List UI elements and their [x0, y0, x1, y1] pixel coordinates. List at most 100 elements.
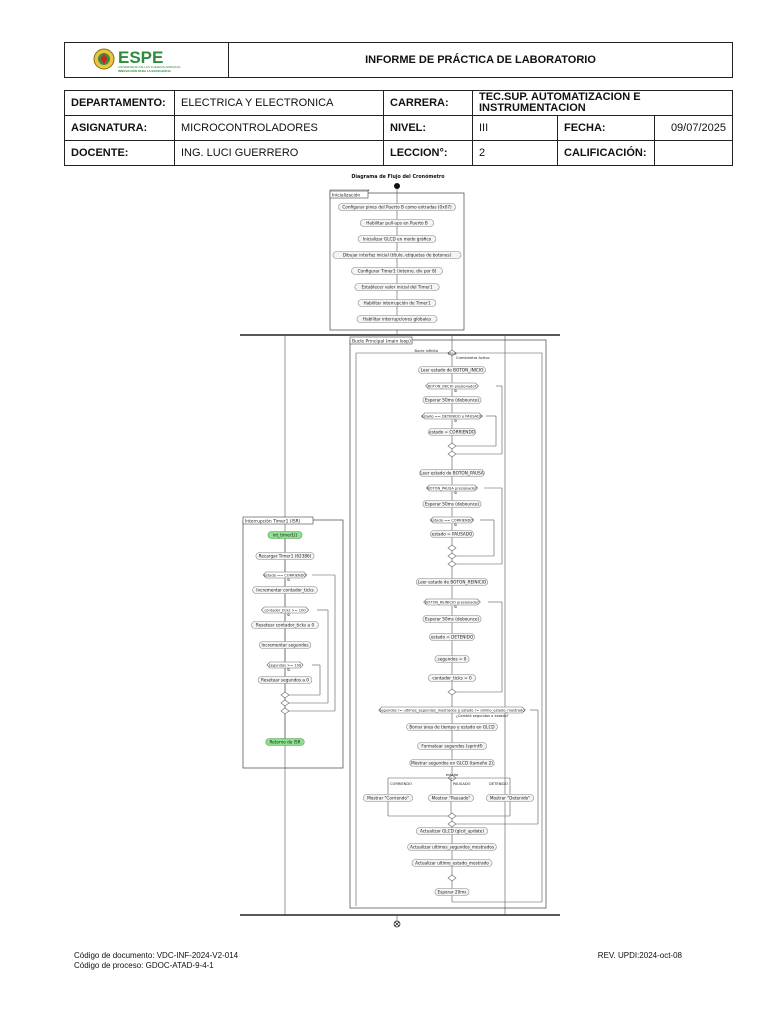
isr-step-3: Incrementar contador_ticks [252, 586, 318, 594]
main-step-8-text: Esperar 50ms (debounce) [425, 502, 480, 507]
after-merge [447, 874, 457, 882]
main-step-13-text: Esperar 50ms (debounce) [425, 617, 480, 622]
main-step-1-text: Leer estado de BOTON_INICIO [421, 368, 484, 373]
main-cond-9-text: estado == CORRIENDO [431, 518, 474, 522]
isr-start: int_timer1() [267, 531, 303, 539]
nivel-value: III [472, 115, 558, 141]
isr-cond-4-text: contador_ticks >= 100 [264, 608, 306, 612]
main-cond-4: estado == DETENIDO o PAUSADO [421, 412, 483, 420]
isr-step-1-text: Recargar Timer1 (62386) [259, 554, 312, 559]
main-cond-12: BOTON_REINICIO presionado? [423, 598, 481, 606]
main-step-8: Esperar 50ms (debounce) [422, 500, 482, 508]
main-merge-3-1 [447, 688, 457, 696]
main-step-14: estado = DETENIDO [429, 633, 475, 641]
main-cond-9: estado == CORRIENDO [429, 516, 475, 524]
isr-step-6-text: Incrementar segundos [261, 643, 308, 648]
seal-icon [93, 48, 114, 70]
wait-step: Esperar 20ms [434, 888, 470, 896]
switch-case-3: DETENIDO [489, 782, 508, 786]
logo-tagline: INNOVACIÓN PARA LA EXCELENCIA [118, 68, 172, 73]
init-step-7-text: Habilitar interrupción de Timer1 [363, 301, 430, 306]
report-info-table: DEPARTAMENTO: ELECTRICA Y ELECTRONICA CA… [64, 90, 733, 166]
document-header: ESPE UNIVERSIDAD DE LAS FUERZAS ARMADAS … [64, 42, 733, 78]
isr-yes-7: Sí [287, 668, 291, 672]
init-step-8: Habilitar interrupciones globales [356, 315, 438, 323]
isr-step-6: Incrementar segundos [258, 641, 312, 649]
after-step-1-text: Actualizar GLCD (glcd_update) [420, 829, 484, 834]
main-step-14-text: estado = DETENIDO [431, 635, 474, 640]
main-cond-7-text: BOTON_PAUSA presionado? [427, 486, 477, 490]
docente-value: ING. LUCI GUERRERO [174, 140, 384, 166]
isr-cond-2-text: estado == CORRIENDO [264, 573, 307, 577]
end-node [393, 920, 401, 928]
carrera-label: CARRERA: [383, 90, 473, 116]
after-step-1: Actualizar GLCD (glcd_update) [416, 827, 488, 835]
carrera-value: TEC.SUP. AUTOMATIZACION E INSTRUMENTACIO… [472, 90, 733, 116]
nivel-label: NIVEL: [383, 115, 473, 141]
change-merge [447, 820, 457, 828]
init-step-5-text: Configurar Timer1 (interno, div por 8) [358, 269, 437, 274]
main-step-10: estado = PAUSADO [430, 530, 474, 538]
info-row-2: ASIGNATURA: MICROCONTROLADORES NIVEL: II… [64, 115, 733, 141]
init-step-3: Inicializar GLCD en modo gráfico [357, 235, 437, 243]
isr-step-8: Resetear segundos a 0 [257, 676, 313, 684]
departamento-value: ELECTRICA Y ELECTRONICA [174, 90, 384, 116]
calificacion-label: CALIFICACIÓN: [557, 140, 655, 166]
main-step-13: Esperar 50ms (debounce) [422, 615, 482, 623]
main-yes-2: Sí [454, 389, 458, 393]
calificacion-value [654, 140, 733, 166]
main-group [349, 339, 547, 909]
main-yes-12: Sí [454, 605, 458, 609]
display-step-1-text: Borrar área de tiempo y estado en GLCD [409, 725, 494, 730]
init-step-4-text: Dibujar interfaz inicial (título, etique… [343, 253, 452, 258]
main-step-16: contador_ticks = 0 [428, 674, 476, 682]
display-step-3-text: Mostrar segundos en GLCD (tamaño 2) [411, 761, 493, 766]
isr-step-8-text: Resetear segundos a 0 [261, 678, 309, 683]
main-cond-12-text: BOTON_REINICIO presionado? [425, 600, 479, 604]
main-cond-7: BOTON_PAUSA presionado? [426, 484, 478, 492]
departamento-label: DEPARTAMENTO: [64, 90, 175, 116]
isr-step-3-text: Incrementar contador_ticks [256, 588, 313, 593]
footer-codes: Código de documento: VDC-INF-2024-V2-014… [74, 951, 238, 971]
init-step-1: Configurar pines del Puerto B como entra… [338, 203, 456, 211]
switch-action-1-text: Mostrar "Corriendo" [367, 796, 409, 801]
fecha-value: 09/07/2025 [654, 115, 733, 141]
main-active-label: Cronómetro Activo [456, 356, 490, 360]
init-step-7: Habilitar interrupción de Timer1 [357, 299, 437, 307]
diagram-title: Diagrama de Flujo del Cronómetro [351, 173, 445, 180]
main-step-15-text: segundos = 0 [438, 657, 467, 662]
main-cond-4-text: estado == DETENIDO o PAUSADO [421, 414, 482, 418]
main-step-11-text: Leer estado de BOTON_REINICIO [418, 580, 487, 585]
leccion-value: 2 [472, 140, 558, 166]
init-group-label: Inicialización [332, 192, 360, 199]
display-step-1: Borrar área de tiempo y estado en GLCD [406, 723, 498, 731]
switch-action-2: Mostrar "Pausado" [428, 794, 474, 802]
main-change-cond-text: segundos != ultimos_segundos_mostrados |… [379, 708, 524, 712]
display-step-2-text: Formatear segundos (sprintf) [421, 744, 483, 749]
asignatura-label: ASIGNATURA: [64, 115, 175, 141]
flow-diagram: Diagrama de Flujo del Cronómetro Inicial… [240, 170, 560, 930]
leccion-label: LECCION°: [383, 140, 473, 166]
main-step-5-text: estado = CORRIENDO [429, 430, 476, 435]
init-step-4: Dibujar interfaz inicial (título, etique… [332, 251, 462, 259]
main-merge-2-3 [447, 560, 457, 568]
main-yes-7: Sí [454, 491, 458, 495]
main-change-cond: segundos != ultimos_segundos_mostrados |… [378, 706, 526, 714]
isr-end-text: Retorno de ISR [269, 740, 300, 745]
main-merge-2-2 [447, 552, 457, 560]
isr-start-text: int_timer1() [273, 533, 298, 538]
main-step-15: segundos = 0 [434, 655, 470, 663]
isr-merge-1 [280, 691, 290, 699]
init-step-2: Habilitar pull-ups en Puerto B [359, 219, 435, 227]
logo-subtitle: UNIVERSIDAD DE LAS FUERZAS ARMADAS [118, 65, 180, 69]
main-step-6: Leer estado de BOTON_PAUSA [419, 469, 485, 477]
init-step-8-text: Habilitar interrupciones globales [363, 317, 431, 322]
main-step-1: Leer estado de BOTON_INICIO [418, 366, 486, 374]
main-cond-2-text: BOTON_INICIO presionado? [428, 384, 477, 388]
main-merge-1-1 [447, 442, 457, 450]
start-node [394, 183, 400, 189]
switch-case-2: PAUSADO [453, 782, 471, 786]
switch-action-3-text: Mostrar "Detenido" [490, 796, 530, 801]
init-step-3-text: Inicializar GLCD en modo gráfico [363, 237, 432, 242]
main-loop-label: Bucle infinito [415, 349, 439, 353]
